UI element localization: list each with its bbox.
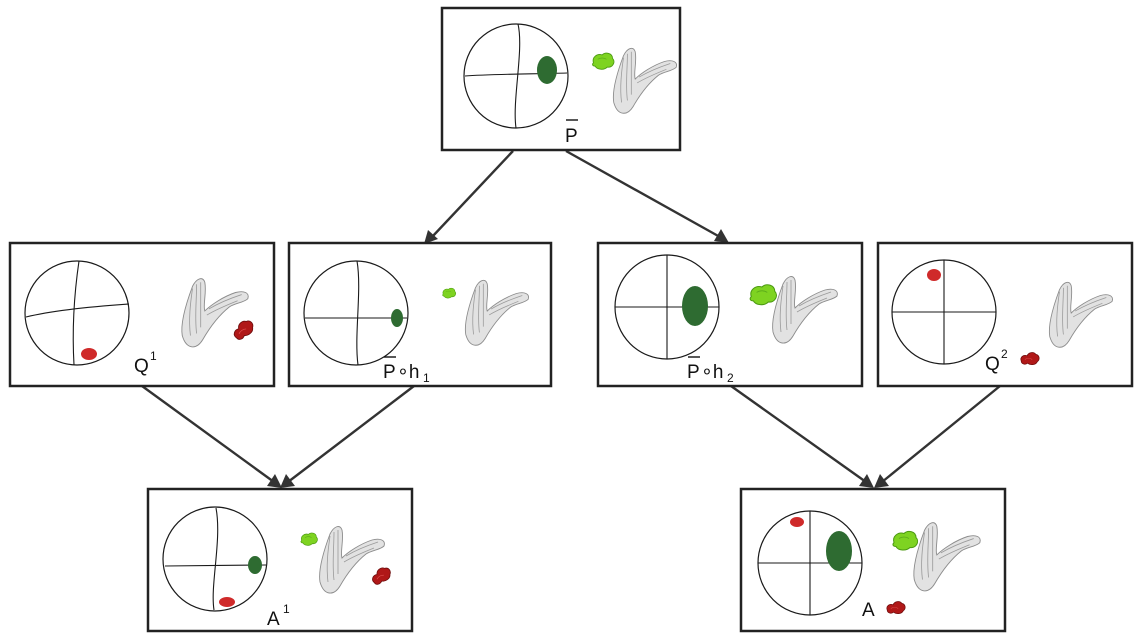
node-a1-label: A 1 (267, 602, 290, 630)
green-blob-icon (892, 530, 919, 551)
node-q1-label-text: Q (134, 356, 149, 377)
node-root-label-text: P (565, 126, 578, 147)
node-ph1-label-text: P (383, 362, 396, 383)
node-ph1-label: P ∘h 1 (383, 356, 430, 385)
edge-q1-to-a1 (141, 385, 282, 488)
edge-ph1-to-a1 (280, 385, 415, 488)
green-region (391, 309, 403, 327)
node-ph1: P ∘h 1 (287, 241, 553, 388)
node-a: A (739, 487, 1007, 633)
node-a1: A 1 (146, 487, 414, 633)
node-ph2: P ∘h 2 (596, 241, 864, 388)
node-ph2-label: P ∘h 2 (687, 356, 734, 385)
node-q2-label: Q 2 (985, 347, 1008, 375)
node-ph1-subscript: 1 (423, 371, 430, 385)
green-blob-icon (442, 287, 457, 299)
edge-q2-to-a (874, 385, 1001, 488)
green-blob-icon (592, 52, 615, 70)
red-region (219, 597, 235, 607)
node-a-label-text: A (862, 600, 875, 621)
green-region (682, 286, 708, 326)
edge-ph2-to-a (730, 385, 874, 488)
green-region (826, 531, 852, 571)
node-root-label: P (565, 119, 578, 147)
projection-sphere (303, 260, 409, 366)
node-a1-label-text: A (267, 609, 280, 630)
green-region (537, 56, 557, 84)
edges (141, 149, 1001, 488)
node-ph2-operator: ∘h (701, 362, 723, 383)
node-q2-superscript: 2 (1001, 347, 1008, 361)
node-root: P (440, 6, 682, 152)
node-q2: Q 2 (876, 241, 1134, 388)
node-q1-label: Q 1 (134, 349, 157, 377)
node-a-label: A (862, 600, 875, 621)
green-blob-icon (749, 284, 778, 306)
node-ph2-label-text: P (687, 362, 700, 383)
node-q1: Q 1 (8, 241, 276, 388)
red-region (927, 269, 941, 281)
green-blob-icon (300, 532, 318, 546)
edge-root-to-ph1 (424, 150, 514, 244)
edge-root-to-ph2 (565, 149, 729, 243)
node-q2-label-text: Q (985, 354, 1000, 375)
projection-sphere (24, 260, 130, 366)
node-ph1-operator: ∘h (397, 362, 419, 383)
node-a1-superscript: 1 (283, 602, 290, 616)
projection-sphere (162, 506, 268, 612)
green-region (248, 556, 262, 574)
red-region (81, 348, 97, 360)
red-region (790, 517, 804, 527)
node-q1-superscript: 1 (150, 349, 157, 363)
node-ph2-subscript: 2 (727, 371, 734, 385)
